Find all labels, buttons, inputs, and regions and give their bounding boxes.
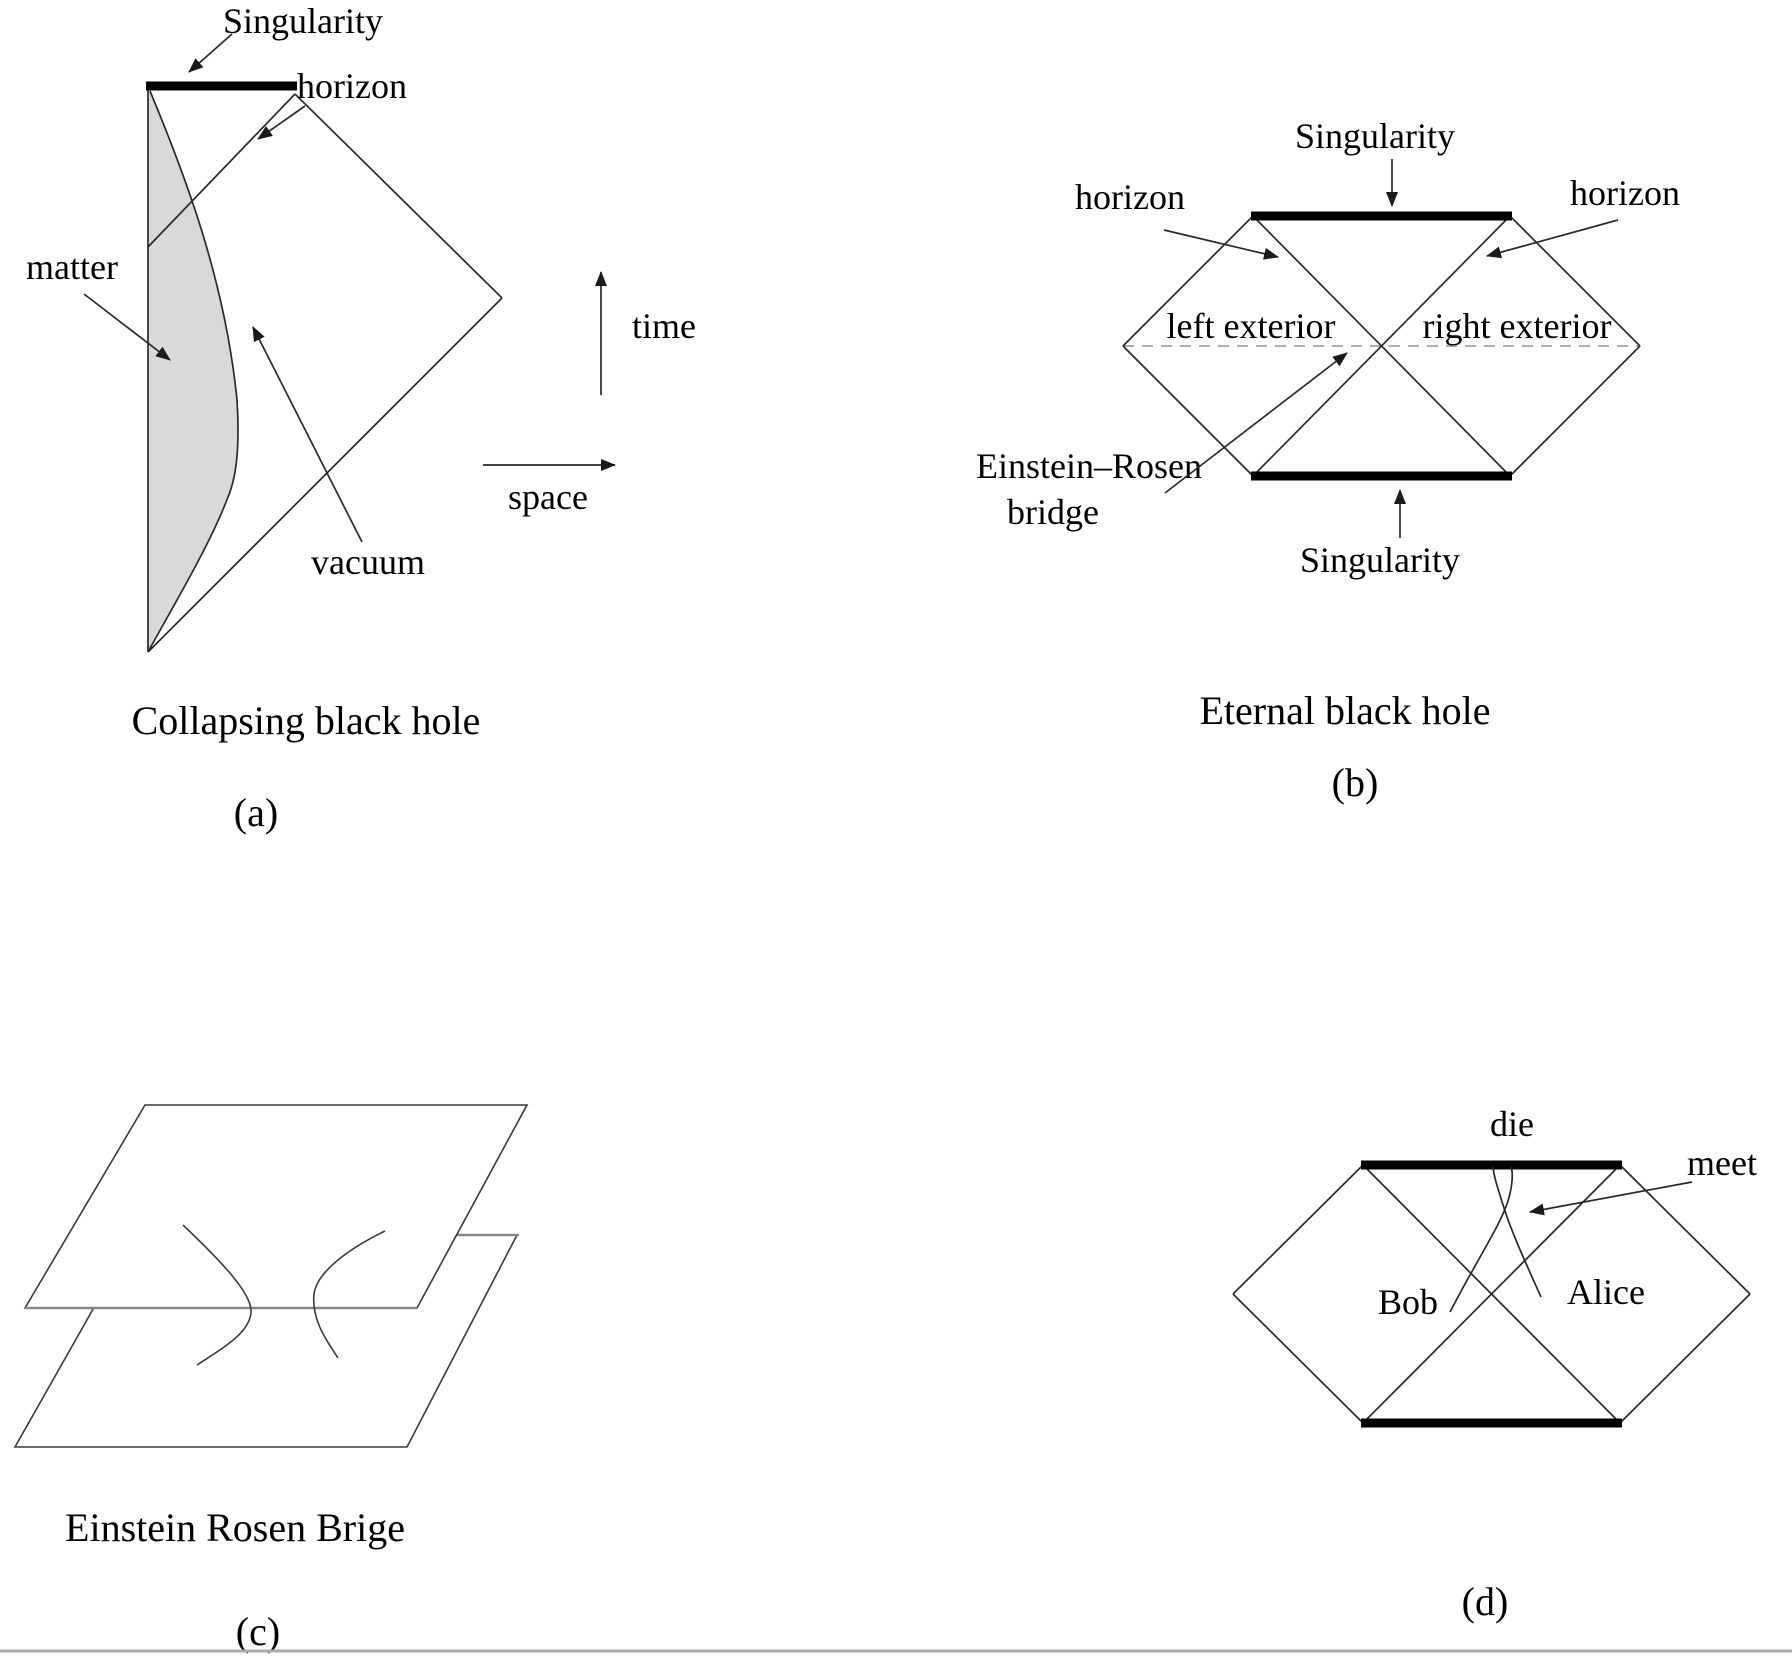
panel-b-caption: Eternal black hole [1200, 688, 1491, 733]
null-boundary-lower [147, 297, 503, 653]
einstein-rosen-arrow [1164, 352, 1348, 494]
horizon-right-arrow [1486, 219, 1619, 259]
panel-c-caption: Einstein Rosen Brige [65, 1505, 405, 1550]
alice-worldline [1492, 1166, 1542, 1298]
panel-c-tag: (c) [236, 1609, 280, 1654]
einstein-rosen-label-line1: Einstein–Rosen [976, 446, 1202, 486]
hexagon-edge-top-right [1619, 1164, 1751, 1295]
hexagon-edge-top-right [1509, 215, 1641, 347]
null-boundary-upper [294, 93, 503, 299]
hexagon-edge-top-left [1232, 1164, 1364, 1295]
alice-label: Alice [1567, 1272, 1645, 1312]
hexagon-edge-bottom-right [1619, 1293, 1751, 1424]
throat-curve-left [182, 1224, 252, 1366]
meet-arrow [1529, 1181, 1693, 1216]
hexagon-edge-bottom-right [1509, 345, 1641, 477]
vacuum-label: vacuum [311, 542, 425, 582]
singularity-top-label: Singularity [1295, 116, 1455, 156]
horizon-left-arrow [1163, 229, 1279, 260]
horizon-diagonal-right [1362, 1164, 1621, 1424]
left-exterior-label: left exterior [1167, 306, 1336, 346]
hexagon-edge-top-left [1122, 215, 1254, 347]
hexagon-edge-bottom-left [1122, 345, 1254, 477]
matter-region [148, 91, 238, 652]
panel-d-alice-bob: die meet Bob Alice (d) [1232, 1104, 1757, 1624]
upper-sheet [23, 1104, 529, 1309]
hexagon-edge-bottom-left [1232, 1293, 1364, 1424]
horizon-right-label: horizon [1570, 173, 1680, 213]
singularity-label: Singularity [223, 1, 383, 41]
horizon-left-label: horizon [1075, 177, 1185, 217]
vacuum-arrow [252, 326, 363, 543]
throat-curve-right [312, 1230, 386, 1359]
horizon-arrow [257, 105, 306, 140]
panel-a-caption: Collapsing black hole [132, 698, 481, 743]
horizon-label: horizon [297, 66, 407, 106]
einstein-rosen-label-line2: bridge [1007, 492, 1099, 532]
space-axis-label: space [508, 477, 588, 517]
event-horizon-line [147, 93, 296, 248]
panel-c-einstein-rosen-bridge: Einstein Rosen Brige (c) [13, 1104, 529, 1654]
bob-label: Bob [1378, 1282, 1438, 1322]
time-axis-label: time [632, 306, 696, 346]
horizon-diagonal-right [1252, 215, 1511, 477]
matter-label: matter [26, 247, 118, 287]
die-label: die [1490, 1104, 1534, 1144]
meet-label: meet [1687, 1143, 1757, 1183]
matter-surface-curve [147, 90, 239, 653]
bob-worldline [1449, 1166, 1514, 1313]
matter-arrow [83, 293, 171, 361]
singularity-bottom-label: Singularity [1300, 540, 1460, 580]
panel-a-tag: (a) [234, 790, 278, 835]
panel-b-tag: (b) [1332, 760, 1379, 805]
right-exterior-label: right exterior [1423, 306, 1612, 346]
panel-a-collapsing-black-hole: Singularity horizon matter vacuum time s… [26, 1, 696, 835]
panel-d-tag: (d) [1462, 1579, 1509, 1624]
panel-b-eternal-black-hole: Singularity Singularity horizon horizon … [976, 116, 1680, 805]
singularity-arrow [188, 33, 233, 73]
